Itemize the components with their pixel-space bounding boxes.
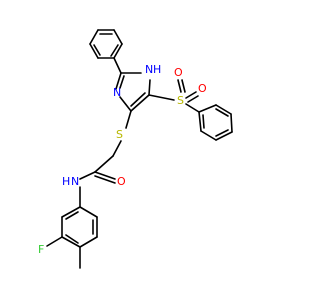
sulfonyl-s: S	[177, 94, 184, 107]
phenyl-ring-top	[89, 29, 123, 74]
molecule-structure: N H N O S O S O H N	[38, 29, 233, 269]
imidazole-ring	[115, 72, 151, 112]
fluoromethylphenyl-ring	[46, 206, 98, 269]
phenyl-ring-right	[198, 104, 233, 141]
sulfonyl-o-top: O	[174, 66, 183, 79]
sulfonyl-o-right: O	[198, 82, 207, 95]
imidazole-nh-h: H	[153, 63, 161, 76]
carbonyl-o: O	[117, 175, 126, 188]
sulfonyl-group	[148, 79, 200, 113]
sulfide-s: S	[116, 128, 123, 141]
amide-h: H	[62, 175, 70, 188]
fluorine: F	[38, 243, 44, 256]
amide-n: N	[71, 175, 79, 188]
imidazole-nh-n: N	[145, 63, 153, 76]
thioether-linker	[94, 110, 132, 173]
imidazole-n3: N	[113, 86, 121, 99]
amide-group	[79, 171, 116, 208]
